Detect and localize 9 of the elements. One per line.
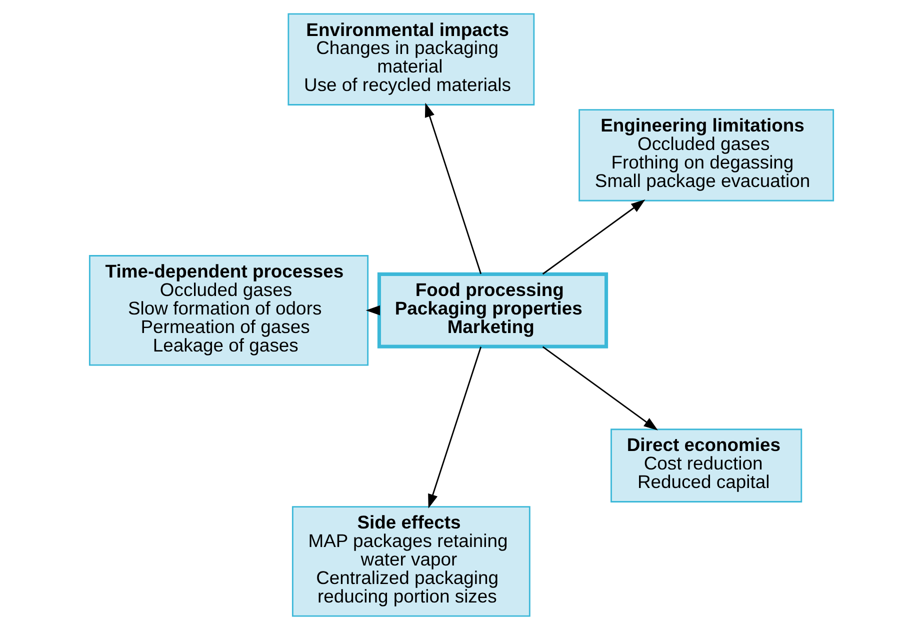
node-box: Engineering limitations Occluded gases Frothing on degassing Small package evacuation xyxy=(578,109,834,202)
arrow xyxy=(542,346,658,430)
arrow xyxy=(424,102,482,274)
arrow xyxy=(428,346,482,508)
node-box: Side effects MAP packages retaining water vapor Centralized packaging reducing portion sizes xyxy=(291,506,530,617)
node-box: Direct economies Cost reduction Reduced capital xyxy=(610,428,802,502)
arrow xyxy=(542,200,645,275)
node-box: Time-dependent processes Occluded gases Slow formation of odors Permeation of gases Leakage of gases xyxy=(88,255,368,366)
node-box: Environmental impacts Changes in packaging material Use of recycled materials xyxy=(287,13,534,106)
